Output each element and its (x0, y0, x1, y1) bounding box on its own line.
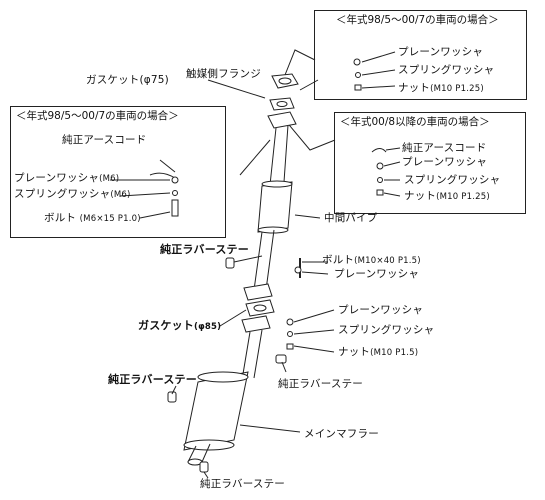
catalyst-flange-label: 触媒側フランジ (186, 68, 261, 80)
box-right (334, 112, 526, 214)
l-plain-washer: プレーンワッシャ(M6) (14, 172, 120, 184)
nut-low (286, 343, 294, 350)
leader-box-top-right-2 (299, 79, 319, 91)
gasket-75 (269, 97, 295, 111)
rubber-stay-4-label: 純正ラバーステー (200, 478, 285, 490)
rubber-stay-1 (225, 257, 235, 269)
leader-rubber4 (203, 471, 209, 479)
nut-low-label: ナット(M10 P1.5) (338, 346, 419, 358)
leader-muffler (239, 424, 301, 433)
leader-rubber3 (171, 385, 177, 395)
r-ground-cord: 純正アースコード (402, 142, 487, 154)
rubber-stay-3 (167, 391, 177, 403)
l-bolt: ボルト (M6×15 P1.0) (44, 212, 141, 224)
rubber-stay-4 (199, 461, 209, 473)
gasket-85-label: ガスケット(φ85) (138, 319, 222, 333)
leader-gasket75 (207, 79, 266, 99)
leader-rubber1 (233, 255, 263, 263)
tr-plain-washer: プレーンワッシャ (398, 46, 484, 58)
bolt-m10-label: ボルト(M10×40 P1.5) (322, 254, 421, 266)
center-pipe-upper (269, 124, 289, 186)
rubber-stay-2-label: 純正ラバーステー (278, 378, 363, 390)
spring-washer-low (287, 331, 293, 337)
leader-nut-low (293, 345, 335, 353)
box-top-right-header: ＜年式98/5～00/7の車両の場合＞ (336, 14, 499, 26)
spring-washer-low-label: スプリングワッシャ (338, 324, 435, 336)
rubber-stay-2 (275, 354, 287, 364)
plain-washer-mid (294, 266, 302, 274)
box-left (10, 106, 226, 238)
leader-box-left (239, 139, 271, 176)
r-spring-washer: スプリングワッシャ (404, 174, 501, 186)
box-right-header: ＜年式00/8以降の車両の場合＞ (340, 116, 490, 128)
center-resonator (257, 181, 293, 233)
rubber-stay-1-label: 純正ラバーステー (160, 243, 249, 256)
tr-parts (353, 51, 396, 91)
tr-nut: ナット(M10 P1.25) (398, 82, 484, 94)
gasket-75-label: ガスケット(φ75) (86, 74, 169, 86)
leader-rubber2 (281, 361, 287, 373)
center-pipe-flange-top (267, 111, 297, 129)
muffler-flange (241, 315, 271, 333)
tail-pipe (187, 443, 211, 463)
leader-plain-mid (301, 271, 329, 275)
leader-box-right (284, 119, 336, 151)
r-parts (371, 147, 401, 197)
plain-washer-mid-label: プレーンワッシャ (334, 268, 420, 280)
plain-washer-low-label: プレーンワッシャ (338, 304, 424, 316)
leader-gasket85 (219, 309, 247, 327)
catalyst-flange (271, 73, 299, 89)
rubber-stay-3-label: 純正ラバーステー (108, 373, 197, 386)
gasket-85 (245, 299, 275, 317)
leader-spring-low (293, 329, 335, 335)
tr-spring-washer: スプリングワッシャ (398, 64, 495, 76)
leader-box-top-right (282, 49, 316, 81)
box-top-right (314, 10, 527, 100)
center-pipe-label: 中間パイプ (324, 212, 378, 224)
leader-plain-low (293, 309, 335, 323)
l-parts (110, 159, 179, 219)
muffler-inlet-pipe (241, 329, 263, 381)
r-plain-washer: プレーンワッシャ (402, 156, 488, 168)
center-pipe-flange-bottom (243, 283, 273, 301)
main-muffler-label: メインマフラー (304, 428, 379, 440)
box-left-header: ＜年式98/5～00/7の車両の場合＞ (16, 110, 179, 122)
r-nut: ナット(M10 P1.25) (404, 190, 490, 202)
plain-washer-low (286, 318, 294, 326)
center-pipe-lower (253, 229, 275, 291)
l-ground-cord: 純正アースコード (62, 134, 147, 146)
l-spring-washer: スプリングワッシャ(M6) (14, 188, 131, 200)
leader-center-pipe (294, 214, 321, 219)
